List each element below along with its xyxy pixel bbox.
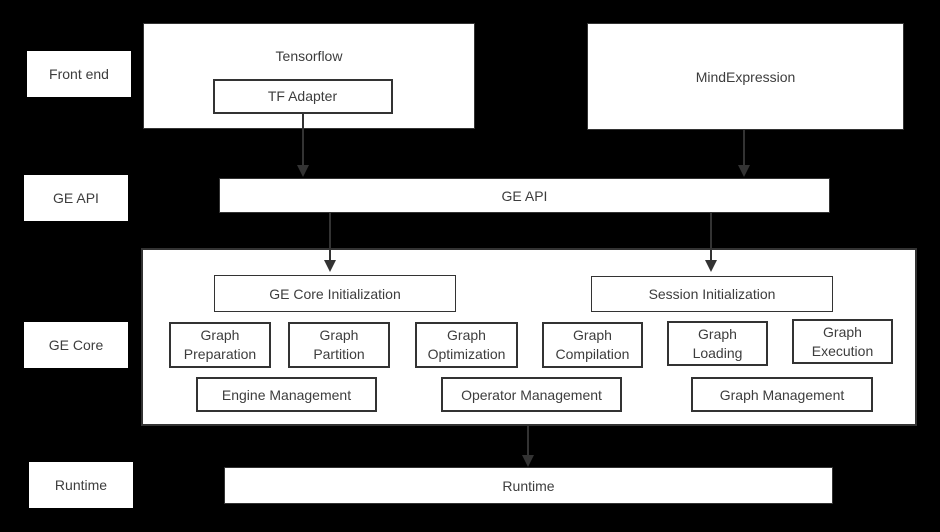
arrow-shaft <box>710 213 712 260</box>
arrow-geapi-to-gecore-init <box>324 213 336 272</box>
arrow-head-icon <box>705 260 717 272</box>
graph-compilation-line1: Graph <box>573 327 612 343</box>
tensorflow-label: Tensorflow <box>275 48 343 64</box>
arrow-tfadapter-to-geapi <box>297 114 309 177</box>
arrow-mindexpression-to-geapi <box>738 130 750 177</box>
runtime-bar: Runtime <box>224 467 833 504</box>
layer-label-ge-api: GE API <box>24 175 128 221</box>
operator-management-label: Operator Management <box>461 386 602 403</box>
graph-partition-line2: Partition <box>313 346 365 362</box>
graph-loading-line1: Graph <box>698 325 737 342</box>
layer-label-front-end-text: Front end <box>49 66 109 82</box>
ge-core-container: GE Core Initialization Session Initializ… <box>141 248 917 426</box>
tensorflow-box: Tensorflow TF Adapter <box>143 23 475 129</box>
ge-api-bar-label: GE API <box>501 187 548 204</box>
arrow-head-icon <box>522 455 534 467</box>
graph-management-label: Graph Management <box>719 386 845 403</box>
graph-execution-line2: Execution <box>811 342 874 359</box>
ge-api-bar: GE API <box>219 178 830 213</box>
graph-partition-line1: Graph <box>319 327 359 343</box>
arrow-shaft <box>527 426 529 455</box>
graph-execution-line1: Graph <box>823 323 862 340</box>
engine-management-box: Engine Management <box>196 377 377 412</box>
arrow-gecore-to-runtime <box>522 426 534 467</box>
graph-preparation-line1: Graph <box>200 327 240 343</box>
graph-management-box: Graph Management <box>691 377 873 412</box>
graph-preparation-box: Graph Preparation <box>169 322 271 368</box>
graph-loading-box: Graph Loading <box>667 321 768 366</box>
tf-adapter-label: TF Adapter <box>267 88 338 104</box>
layer-label-ge-api-text: GE API <box>53 190 99 206</box>
graph-optimization-line1: Graph <box>447 327 486 343</box>
arrow-geapi-to-session-init <box>705 213 717 272</box>
operator-management-box: Operator Management <box>441 377 622 412</box>
ge-core-initialization-box: GE Core Initialization <box>214 275 456 312</box>
layer-label-front-end: Front end <box>27 51 131 97</box>
ge-core-initialization-label: GE Core Initialization <box>269 285 401 302</box>
mindexpression-label: MindExpression <box>695 68 796 85</box>
arrow-head-icon <box>297 165 309 177</box>
arrow-head-icon <box>324 260 336 272</box>
runtime-bar-label: Runtime <box>502 477 555 494</box>
engine-management-label: Engine Management <box>221 386 352 403</box>
layer-label-ge-core-text: GE Core <box>48 337 104 353</box>
graph-optimization-line2: Optimization <box>427 346 506 362</box>
arrow-shaft <box>302 114 304 165</box>
layer-label-runtime-text: Runtime <box>54 477 108 493</box>
tf-adapter-box: TF Adapter <box>212 78 393 114</box>
arrow-head-icon <box>738 165 750 177</box>
mindexpression-box: MindExpression <box>587 23 904 130</box>
layer-label-ge-core: GE Core <box>24 322 128 368</box>
graph-optimization-box: Graph Optimization <box>415 322 518 368</box>
arrow-shaft <box>743 130 745 165</box>
graph-loading-line2: Loading <box>692 344 743 361</box>
graph-partition-box: Graph Partition <box>288 322 390 368</box>
graph-compilation-line2: Compilation <box>555 346 630 362</box>
session-initialization-label: Session Initialization <box>648 286 776 302</box>
graph-compilation-box: Graph Compilation <box>542 322 643 368</box>
layer-label-runtime: Runtime <box>29 462 133 508</box>
arrow-shaft <box>329 213 331 260</box>
graph-execution-box: Graph Execution <box>792 319 893 364</box>
session-initialization-box: Session Initialization <box>591 276 833 312</box>
graph-preparation-line2: Preparation <box>183 346 257 362</box>
